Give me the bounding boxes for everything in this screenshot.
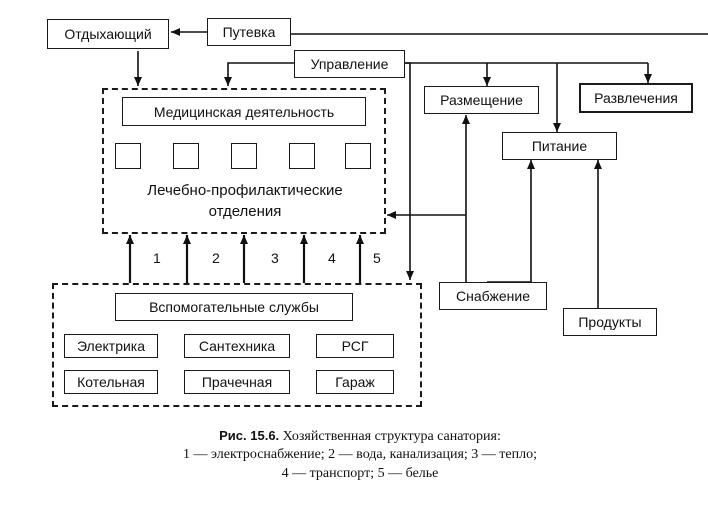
flow-number-1: 1 [153, 250, 161, 266]
node-otdykhayushchiy: Отдыхающий [47, 19, 169, 49]
arrow-snabzhenie-to-pitanie [487, 160, 535, 283]
flow-number-2: 2 [212, 250, 220, 266]
flow-number-3: 3 [271, 250, 279, 266]
node-produkty: Продукты [563, 308, 657, 336]
auxiliary-services-block [52, 283, 422, 407]
flow-number-5: 5 [373, 250, 381, 266]
arrow-upravlenie-to-vspomog [405, 62, 414, 280]
department-square [345, 143, 371, 169]
department-square [289, 143, 315, 169]
node-snabzhenie: Снабжение [439, 282, 547, 310]
flow-number-4: 4 [328, 250, 336, 266]
node-elektrika: Электрика [64, 334, 158, 358]
figure-caption-line2: 1 — электроснабжение; 2 — вода, канализа… [182, 447, 537, 462]
department-square [231, 143, 257, 169]
node-upravlenie: Управление [294, 50, 405, 78]
node-razmeshchenie: Размещение [424, 86, 539, 114]
node-med-deyatelnost: Медицинская деятельность [122, 97, 366, 126]
figure-caption-line3: 4 — транспорт; 5 — белье [281, 466, 439, 481]
medical-block [102, 88, 386, 234]
figure-label: Рис. 15.6. [219, 428, 280, 443]
department-square [173, 143, 199, 169]
lech-label-line2: отделения [208, 203, 282, 220]
node-kotelnaya: Котельная [64, 370, 158, 394]
node-putevka: Путевка [207, 18, 291, 46]
arrow-upravlenie-to-med [224, 62, 294, 86]
figure-title: Хозяйственная структура санатория: [282, 429, 501, 444]
node-prachechnaya: Прачечная [184, 370, 290, 394]
node-rsg: РСГ [316, 334, 394, 358]
node-pitanie: Питание [502, 132, 617, 160]
node-razvlecheniya: Развлечения [579, 83, 693, 113]
lech-label-line1: Лечебно-профилактические [147, 182, 343, 199]
node-vspomog: Вспомогательные службы [115, 293, 353, 321]
node-santekhnika: Сантехника [184, 334, 290, 358]
figure-caption-line1: Рис. 15.6. Хозяйственная структура санат… [100, 427, 620, 446]
node-garazh: Гараж [316, 370, 394, 394]
department-square [115, 143, 141, 169]
